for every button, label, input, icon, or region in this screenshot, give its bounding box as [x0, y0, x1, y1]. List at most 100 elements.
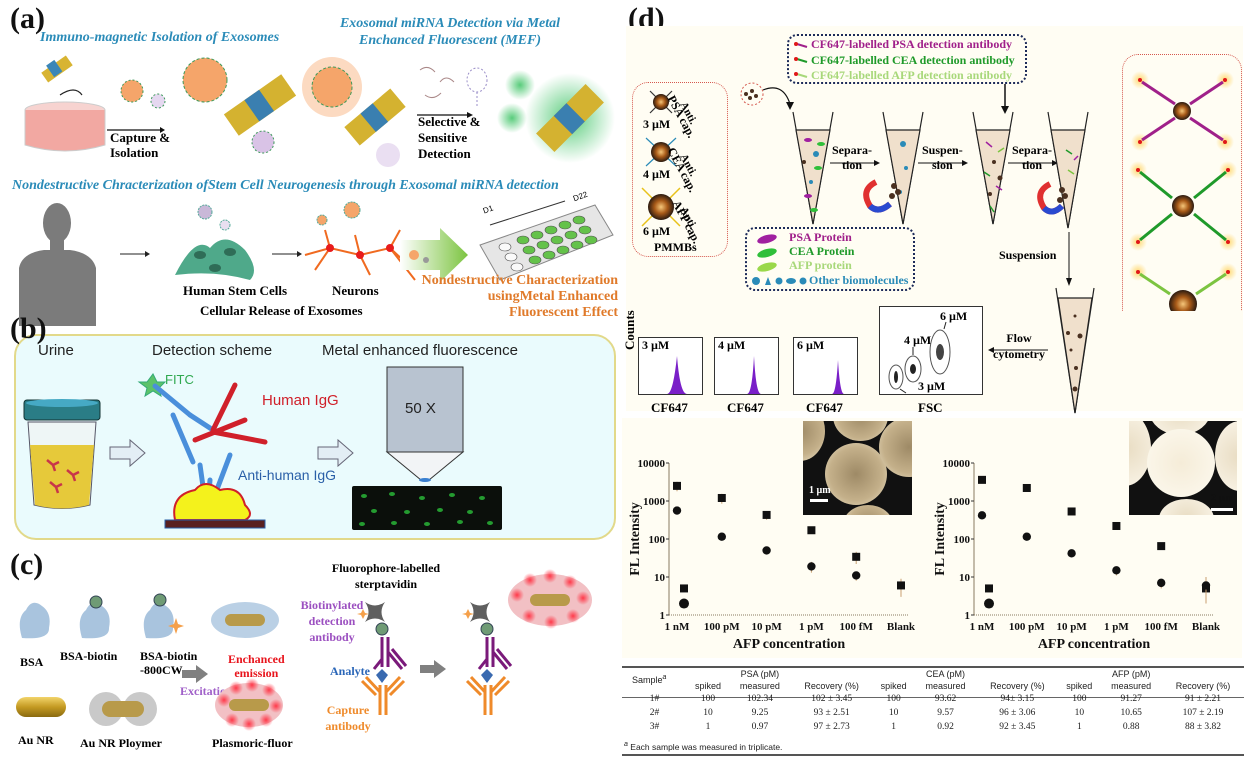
label-anti-human-igg: Anti-human IgG	[238, 467, 337, 483]
sandwich-immunoassay-illustration	[357, 602, 408, 715]
fsc-scatter-plot: 4 µM 6 µM 3 µM	[879, 306, 983, 395]
histogram-6um: 6 µM	[793, 337, 858, 395]
panel-c-label: (c)	[10, 548, 44, 581]
biotinylated-line3: antibody	[309, 630, 355, 644]
microscope-objective-illustration	[385, 366, 465, 482]
data-point-circle	[1201, 581, 1211, 590]
fsc-xlabel: FSC	[918, 400, 943, 415]
y-tick-label: 100	[649, 534, 666, 546]
sem-sphere	[825, 443, 887, 505]
data-point-square	[1157, 542, 1166, 551]
legend-cea-antibody: CF647-labelled CEA detection antibody	[811, 52, 1015, 67]
histogram-label: 3 µM	[642, 338, 670, 352]
label-analyte: Analyte	[330, 664, 370, 678]
panel-a-title-isolation: Immuno-magnetic Isolation of Exosomes	[40, 30, 280, 45]
step-capture-line1: Capture &	[110, 130, 171, 145]
label-bsa: BSA	[20, 655, 44, 669]
table-cell: 100	[700, 694, 716, 704]
data-point-square	[807, 526, 816, 535]
y-tick-label: 10000	[638, 458, 666, 470]
sem-sphere	[1159, 499, 1214, 515]
bsa-biotin-800cw-icon	[143, 593, 184, 639]
table-cell: 2#	[649, 708, 660, 718]
table-cell: 10	[703, 708, 713, 718]
bsa-coated-nanorod-illustration	[211, 602, 279, 638]
urine-cup-illustration	[23, 399, 101, 509]
x-tick-label: 100 fM	[1145, 621, 1179, 633]
y-tick-label: 100	[954, 534, 971, 546]
data-point-circle	[679, 598, 689, 609]
histogram-ylabel: Counts	[622, 310, 637, 350]
table-subheader-measured: measured	[739, 681, 780, 691]
table-cell: 93.62	[934, 694, 957, 704]
table-header-rule	[622, 697, 1244, 698]
arrow-right-icon	[317, 438, 354, 468]
nondestructive-line1: Nondestructive Characterization	[421, 273, 618, 288]
arrow-right-icon	[109, 438, 146, 468]
table-cell: 107 ± 2.19	[1182, 708, 1224, 718]
y-tick-label: 1	[660, 610, 666, 622]
table-subheader-spiked: spiked	[1066, 681, 1093, 691]
data-point-square	[1067, 507, 1076, 516]
sem-scale-label-right: 2 µm	[1211, 493, 1233, 504]
bsa-protein-icon	[19, 602, 50, 639]
arrow-icon	[120, 251, 150, 257]
label-human-stem-cells: Human Stem Cells	[183, 283, 287, 298]
footnote-mark: a	[662, 674, 667, 681]
data-point-square	[1112, 521, 1121, 530]
x-tick-label: 1 nM	[665, 621, 690, 633]
label-neurons: Neurons	[332, 283, 379, 298]
table-cell: 102 ± 3.45	[811, 694, 853, 704]
capture-arrow-icon	[107, 127, 165, 133]
sem-sphere	[843, 505, 893, 515]
capture-line2: antibody	[325, 719, 371, 733]
data-point-circle	[1067, 549, 1076, 558]
table-header-psa: PSA (pM)	[740, 669, 780, 679]
bsa-biotin-icon	[79, 595, 110, 639]
detection-antibody-legend-items: CF647-labelled PSA detection antibody CF…	[811, 37, 1015, 84]
table-bottom-rule	[622, 754, 1244, 756]
x-tick-label: 1 pM	[1104, 621, 1129, 633]
legend-psa-protein: PSA Protein	[789, 230, 852, 244]
x-tick-label: 100 pM	[704, 621, 740, 633]
data-point-square	[717, 493, 726, 502]
pmmb-size-6um: 6 µM	[643, 224, 671, 238]
table-cell: 92 ± 3.45	[999, 722, 1036, 732]
y-tick-label: 10	[959, 572, 971, 584]
mef-exosome-illustration	[302, 57, 406, 167]
x-tick-label: Blank	[887, 621, 916, 633]
table-subheader-recovery: Recovery (%)	[990, 681, 1045, 691]
step-detect-line1: Selective &	[418, 114, 481, 129]
well-plate-illustration	[479, 200, 614, 281]
pmmbs-label: PMMBs	[654, 240, 697, 254]
data-point-square	[673, 481, 681, 490]
table-cell: 9.25	[751, 708, 769, 718]
step-separation-1: Separa- tion	[832, 143, 872, 173]
protein-legend-items: PSA Protein CEA Protein AFP protein	[789, 230, 854, 272]
flow-line1: Flow	[1006, 331, 1032, 345]
title-detection-line1: Exosomal miRNA Detection via Metal	[339, 16, 561, 31]
arrow-icon	[272, 251, 302, 257]
label-au-nr: Au NR	[18, 733, 54, 747]
x-tick-label: 100 fM	[840, 621, 874, 633]
table-cell: 1#	[649, 694, 660, 704]
table-cell: 91.27	[1120, 694, 1142, 704]
arrow-right-icon	[918, 160, 968, 166]
data-point-square	[852, 552, 861, 561]
heading-urine: Urine	[38, 342, 74, 359]
footnote-text: Each sample was measured in triplicate.	[630, 741, 783, 752]
legend-cea-protein: CEA Protein	[789, 244, 855, 258]
panel-a-title-detection: Exosomal miRNA Detection via Metal Encha…	[300, 15, 600, 49]
biotinylated-line1: Biotinylated	[300, 598, 364, 612]
data-point-square	[1022, 483, 1031, 492]
table-cell: 100	[1072, 694, 1087, 704]
table-cell: 0.92	[937, 722, 954, 732]
table-header-cea: CEA (pM)	[926, 669, 966, 679]
labelled-antibody-icons	[794, 42, 808, 78]
